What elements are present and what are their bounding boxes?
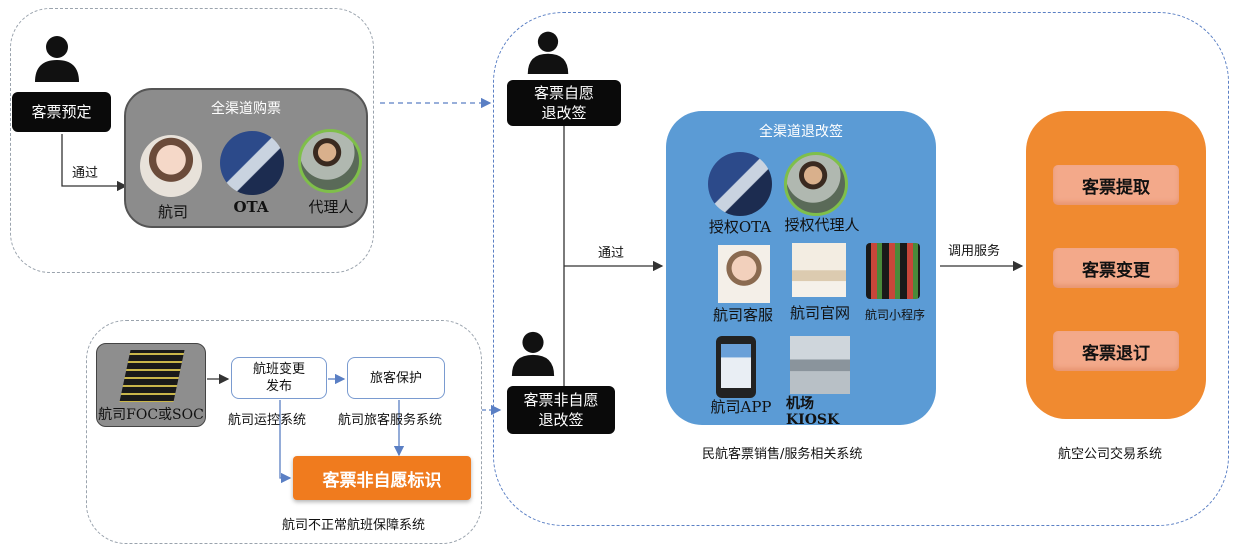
channel-ota: OTA	[233, 198, 269, 216]
channel-website: 航司官网	[789, 304, 850, 322]
website-photo	[792, 243, 846, 297]
ticket-refund-text: 客票退订	[1082, 343, 1150, 364]
kiosk-photo	[790, 336, 850, 394]
booking-label-text: 客票预定	[31, 103, 92, 121]
refund-change-region	[493, 12, 1229, 526]
involuntary-refund-label: 客票非自愿 退改签	[507, 386, 615, 434]
person-icon	[527, 31, 569, 74]
channel-kiosk: 机场 KIOSK	[786, 396, 840, 428]
call-service-label: 调用服务	[948, 244, 1001, 259]
channel-airline: 航司	[157, 203, 188, 221]
ticket-retrieve-button: 客票提取	[1053, 165, 1179, 205]
channel-agent: 代理人	[308, 198, 354, 216]
airline-photo	[140, 135, 202, 197]
passenger-protect-text: 旅客保护	[369, 370, 422, 386]
involuntary-refund-text: 客票非自愿 退改签	[523, 391, 599, 429]
ops-system-label: 航司运控系统	[228, 413, 307, 428]
flight-change-box: 航班变更 发布	[231, 357, 327, 399]
ticket-refund-button: 客票退订	[1053, 331, 1179, 371]
via-label-right: 通过	[598, 246, 625, 261]
ticket-change-text: 客票变更	[1082, 260, 1150, 281]
channel-app: 航司APP	[710, 398, 772, 416]
voluntary-refund-label: 客票自愿 退改签	[507, 80, 621, 126]
passenger-protect-box: 旅客保护	[347, 357, 445, 399]
blue-panel-caption: 民航客票销售/服务相关系统	[702, 447, 863, 462]
mini-program-photo	[866, 243, 920, 299]
channel-mini-program: 航司小程序	[864, 308, 925, 322]
auth-ota-photo	[708, 152, 772, 216]
pax-service-label: 航司旅客服务系统	[338, 413, 443, 428]
foc-label: 航司FOC或SOC	[98, 407, 204, 423]
involuntary-mark-bar: 客票非自愿标识	[293, 456, 471, 500]
booking-region	[10, 8, 374, 273]
foc-board-image	[96, 343, 206, 427]
irregular-flight-region	[86, 320, 482, 544]
customer-service-photo	[718, 245, 770, 303]
involuntary-mark-text: 客票非自愿标识	[322, 470, 442, 491]
voluntary-refund-text: 客票自愿 退改签	[533, 84, 594, 122]
orange-panel-caption: 航空公司交易系统	[1058, 447, 1163, 462]
via-label-left: 通过	[72, 166, 99, 181]
ota-photo	[220, 131, 284, 195]
ticket-change-button: 客票变更	[1053, 248, 1179, 288]
booking-label: 客票预定	[12, 92, 111, 132]
auth-agent-photo	[784, 152, 848, 216]
refund-panel-title: 全渠道退改签	[759, 124, 843, 140]
ticket-retrieve-text: 客票提取	[1082, 177, 1150, 198]
flight-change-text: 航班变更 发布	[252, 362, 305, 394]
channel-auth-ota: 授权OTA	[708, 218, 772, 236]
person-icon	[511, 331, 555, 376]
channel-auth-agent: 授权代理人	[784, 216, 860, 234]
person-icon	[35, 36, 79, 82]
app-photo	[716, 336, 756, 398]
channel-customer-service: 航司客服	[712, 306, 773, 324]
irregular-region-caption: 航司不正常航班保障系统	[282, 518, 426, 533]
agent-photo	[298, 129, 362, 193]
purchase-panel-title: 全渠道购票	[211, 101, 281, 117]
